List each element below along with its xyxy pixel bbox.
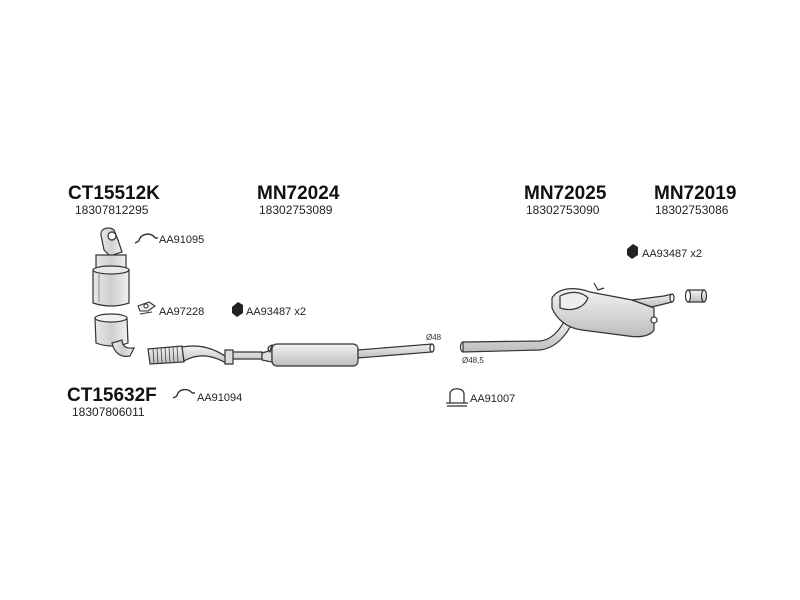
front-pipe[interactable]: [147, 345, 263, 365]
accessory-label-gasket[interactable]: AA97228: [159, 306, 205, 318]
accessory-label-rubber-mount[interactable]: AA93487 x2: [246, 306, 306, 318]
rear-silencer[interactable]: [459, 282, 675, 353]
clamp-icon[interactable]: [134, 233, 158, 244]
accessory-label-rubber-mount[interactable]: AA93487 x2: [642, 248, 702, 260]
gasket-icon[interactable]: [137, 301, 156, 315]
part-code-tail-pipe[interactable]: MN72019: [654, 183, 737, 204]
u-clamp-icon[interactable]: [446, 388, 468, 407]
oem-number-middle-silencer: 18302753089: [259, 203, 333, 217]
accessory-label-clamp[interactable]: AA91095: [159, 234, 205, 246]
clamp-icon[interactable]: [172, 388, 195, 399]
part-code-rear-silencer[interactable]: MN72025: [524, 183, 607, 204]
catalytic-converter-lower[interactable]: [94, 313, 136, 357]
part-code-middle-silencer[interactable]: MN72024: [257, 183, 340, 204]
rubber-mount-icon[interactable]: [232, 302, 243, 317]
pipe-diameter-label: Ø48: [426, 333, 442, 342]
oem-number-catalytic-converter-lower: 18307806011: [72, 405, 145, 419]
accessory-label-u-clamp[interactable]: AA91007: [470, 393, 516, 405]
part-code-catalytic-converter-lower[interactable]: CT15632F: [67, 385, 157, 406]
part-code-catalytic-converter-upper[interactable]: CT15512K: [68, 183, 160, 204]
catalytic-converter-upper[interactable]: [92, 227, 130, 307]
rubber-mount-icon[interactable]: [627, 244, 638, 259]
oem-number-catalytic-converter-upper: 18307812295: [75, 203, 149, 217]
tail-pipe[interactable]: [684, 289, 708, 303]
accessory-label-clamp[interactable]: AA91094: [197, 392, 243, 404]
oem-number-rear-silencer: 18302753090: [526, 203, 600, 217]
oem-number-tail-pipe: 18302753086: [655, 203, 729, 217]
middle-silencer[interactable]: [261, 343, 435, 367]
pipe-diameter-label: Ø48,5: [462, 356, 484, 365]
